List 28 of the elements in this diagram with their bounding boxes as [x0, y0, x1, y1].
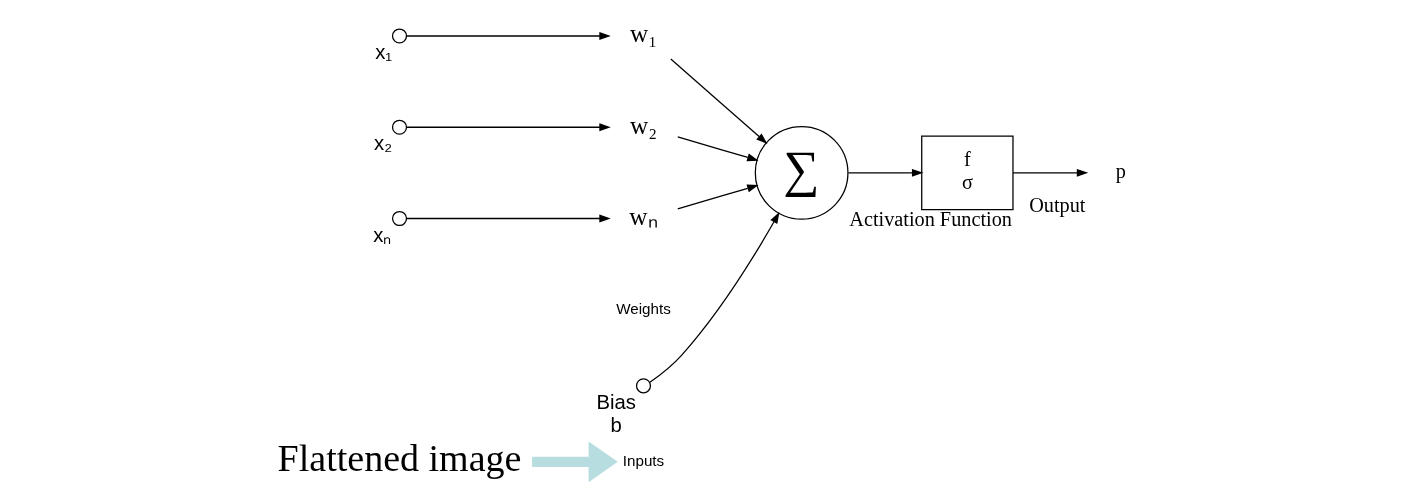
arrow: [405, 214, 611, 223]
node-text: Flattened image: [277, 437, 521, 480]
node-text: p: [1115, 159, 1126, 182]
node-box: f σ: [920, 135, 1014, 211]
arrow: [405, 32, 611, 40]
arrow: [676, 184, 759, 210]
arrow: [648, 212, 779, 383]
node-label: x₁: [374, 41, 392, 64]
node-text: wₙ: [628, 201, 658, 230]
arrow: [676, 136, 759, 162]
node-circle: [635, 378, 651, 394]
node-text: w₂: [629, 110, 657, 139]
arrow: [405, 123, 611, 132]
node-label: Output: [1028, 193, 1085, 216]
node-circle: [391, 210, 407, 227]
node-text: Inputs: [622, 451, 664, 469]
node-circle: [391, 119, 407, 135]
arrow: [1011, 168, 1088, 177]
arrow: [847, 168, 923, 177]
arrow: [531, 441, 618, 483]
node-label: Bias: [596, 390, 636, 413]
node-label: xₙ: [372, 223, 391, 246]
node-label: x₂: [373, 132, 392, 155]
label: Weights: [615, 299, 671, 317]
node-text: w₁: [629, 19, 657, 48]
arrow: [669, 58, 767, 144]
node-label: b: [610, 413, 622, 436]
node-circle: [391, 28, 407, 44]
